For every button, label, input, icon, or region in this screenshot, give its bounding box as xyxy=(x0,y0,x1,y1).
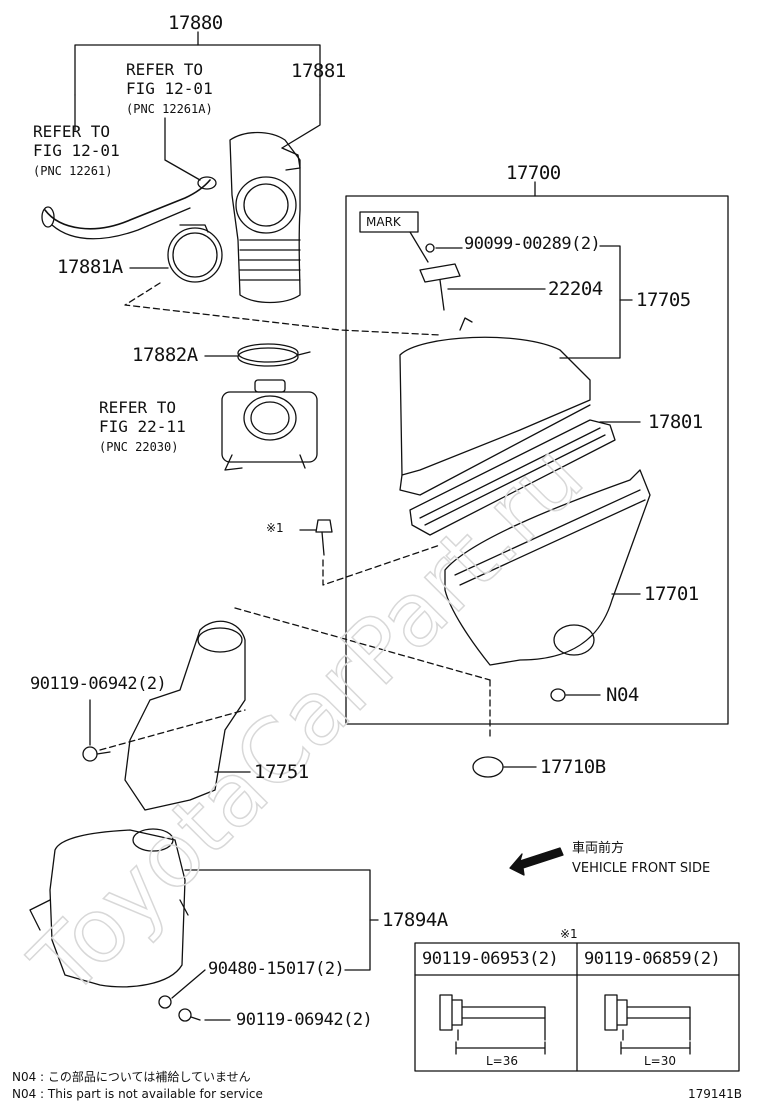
intake-duct-17881 xyxy=(229,131,301,304)
dashed-connection-2 xyxy=(322,544,441,586)
label-90119-06942-top: 90119-06942(2) xyxy=(30,674,167,694)
ref-fig-22-11: REFER TO FIG 22-11 (PNC 22030) xyxy=(99,398,186,454)
clamp-17882A xyxy=(237,347,299,367)
front-label-en: VEHICLE FRONT SIDE xyxy=(572,861,711,876)
clamp-17881A xyxy=(167,227,223,283)
duct-17751 xyxy=(124,620,246,811)
bolt-90119-06859 xyxy=(604,994,691,1031)
case-17701 xyxy=(444,469,651,666)
grommet-17710B xyxy=(472,756,504,778)
label-17705: 17705 xyxy=(636,289,691,311)
dashed-connection-5 xyxy=(99,709,246,751)
label-90480-15017: 90480-15017(2) xyxy=(208,959,345,979)
figure-id: 179141B xyxy=(688,1087,743,1101)
tank-17894A xyxy=(49,829,186,988)
air-cleaner-cap xyxy=(399,336,591,476)
table-length-1: L=36 xyxy=(486,1054,519,1068)
leader-ref1 xyxy=(164,117,201,181)
bolt-star1 xyxy=(315,519,333,533)
label-17801: 17801 xyxy=(648,411,703,433)
front-arrow xyxy=(509,847,564,876)
note-jp: N04 : この部品については補給していません xyxy=(12,1070,251,1084)
leader-17881 xyxy=(281,94,321,149)
label-17700: 17700 xyxy=(506,162,561,184)
label-17894A: 17894A xyxy=(382,909,448,931)
front-label-jp: 車両前方 xyxy=(572,841,625,856)
table-header-1: 90119-06953(2) xyxy=(422,949,559,969)
filter-17801 xyxy=(409,419,616,536)
leader-17705 xyxy=(559,245,621,359)
sensor-22204 xyxy=(419,263,461,283)
table-header-2: 90119-06859(2) xyxy=(584,949,721,969)
bolt-90119-06953 xyxy=(439,994,546,1031)
hose-12261 xyxy=(44,179,211,230)
label-star1: ※1 xyxy=(266,521,284,535)
label-17751: 17751 xyxy=(254,761,309,783)
label-17881: 17881 xyxy=(291,60,346,82)
label-90099-00289: 90099-00289(2) xyxy=(464,234,601,254)
dashed-connection-1 xyxy=(124,282,441,336)
label-17882A: 17882A xyxy=(132,344,198,366)
ref-fig-12-01-a: REFER TO FIG 12-01 (PNC 12261A) xyxy=(126,60,213,116)
label-mark: MARK xyxy=(366,215,401,229)
mark-box xyxy=(359,211,419,233)
note-en: N04 : This part is not available for ser… xyxy=(12,1087,263,1101)
leader-17894A xyxy=(184,869,371,971)
assembly-box-17700 xyxy=(345,195,729,725)
label-n04: N04 xyxy=(606,684,639,706)
dashed-connection-3 xyxy=(234,607,491,681)
table-length-2: L=30 xyxy=(644,1054,677,1068)
ref-fig-12-01-b: REFER TO FIG 12-01 (PNC 12261) xyxy=(33,122,120,178)
table-star-mark: ※1 xyxy=(560,927,578,941)
label-17880: 17880 xyxy=(168,12,223,34)
label-90119-06942-bottom: 90119-06942(2) xyxy=(236,1010,373,1030)
label-17701: 17701 xyxy=(644,583,699,605)
label-17710B: 17710B xyxy=(540,756,606,778)
label-22204: 22204 xyxy=(548,278,603,300)
label-17881A: 17881A xyxy=(57,256,123,278)
leader-90480 xyxy=(171,969,206,999)
